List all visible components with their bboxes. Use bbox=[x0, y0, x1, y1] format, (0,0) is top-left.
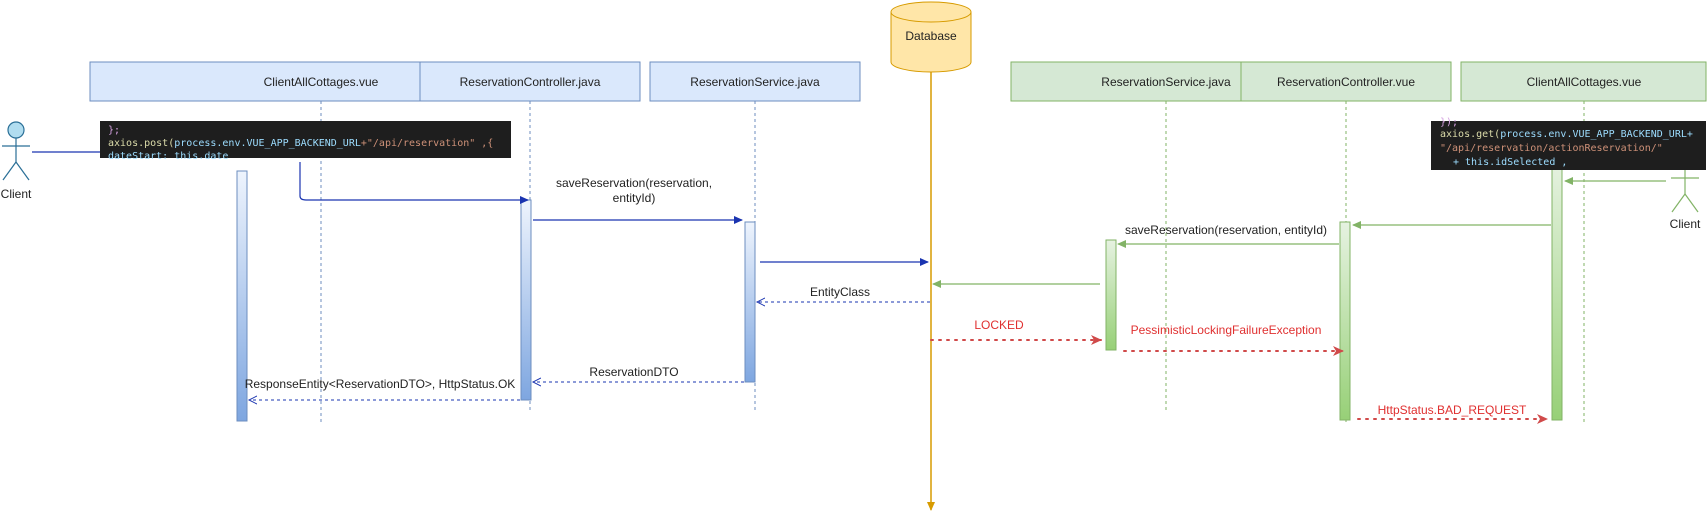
actor-label-right: Client bbox=[1670, 217, 1701, 231]
participant-label: ReservationService.java bbox=[690, 75, 820, 89]
activation-bar bbox=[744, 221, 756, 383]
message-label: saveReservation(reservation, bbox=[556, 176, 712, 190]
participant-label: ReservationController.vue bbox=[1277, 75, 1415, 89]
message-label: EntityClass bbox=[810, 285, 870, 299]
database-label: Database bbox=[905, 29, 957, 43]
code-line: axios.post(process.env.VUE_APP_BACKEND_U… bbox=[108, 138, 493, 149]
participant-client-all-cottages-right: ClientAllCottages.vue bbox=[1460, 61, 1707, 102]
activation-bar bbox=[1339, 221, 1351, 421]
code-line: axios.get(process.env.VUE_APP_BACKEND_UR… bbox=[1440, 129, 1693, 140]
code-line: "/api/reservation/actionReservation/" bbox=[1440, 143, 1663, 154]
message-label: HttpStatus.BAD_REQUEST bbox=[1378, 403, 1527, 417]
participant-reservation-service-java-left: ReservationService.java bbox=[649, 61, 861, 102]
participant-reservation-controller-vue: ReservationController.vue bbox=[1240, 61, 1452, 102]
code-line: }); bbox=[1440, 117, 1458, 128]
message-label: ResponseEntity<ReservationDTO>, HttpStat… bbox=[245, 377, 516, 391]
message-label: ReservationDTO bbox=[589, 365, 678, 379]
actor-label-left: Client bbox=[1, 187, 32, 201]
database-cylinder: Database bbox=[890, 1, 972, 73]
participant-label: ReservationService.java bbox=[1101, 75, 1231, 89]
message-label: entityId) bbox=[613, 191, 656, 205]
participant-reservation-controller-java: ReservationController.java bbox=[419, 61, 641, 102]
code-line: }; bbox=[108, 125, 120, 136]
participant-reservation-service-java-right: ReservationService.java bbox=[1010, 61, 1242, 102]
participant-label: ClientAllCottages.vue bbox=[264, 75, 379, 89]
code-snippet-left: }; axios.post(process.env.VUE_APP_BACKEN… bbox=[100, 121, 511, 162]
activation-bar bbox=[1105, 239, 1117, 351]
activation-bar bbox=[1551, 160, 1563, 421]
activation-bar bbox=[520, 199, 532, 401]
message-label: saveReservation(reservation, entityId) bbox=[1125, 223, 1327, 237]
activation-bar bbox=[236, 170, 248, 422]
code-snippet-right: }); axios.get(process.env.VUE_APP_BACKEN… bbox=[1431, 117, 1706, 170]
code-line: + this.idSelected , bbox=[1453, 157, 1567, 168]
participant-label: ReservationController.java bbox=[460, 75, 601, 89]
message-arrow bbox=[299, 162, 529, 204]
message-label: PessimisticLockingFailureException bbox=[1131, 323, 1322, 337]
participant-label: ClientAllCottages.vue bbox=[1527, 75, 1642, 89]
message-label: LOCKED bbox=[974, 318, 1024, 332]
participant-client-all-cottages-left: ClientAllCottages.vue bbox=[89, 61, 421, 102]
code-line: dateStart: this.date bbox=[108, 151, 228, 162]
actor-client-left bbox=[2, 121, 30, 181]
